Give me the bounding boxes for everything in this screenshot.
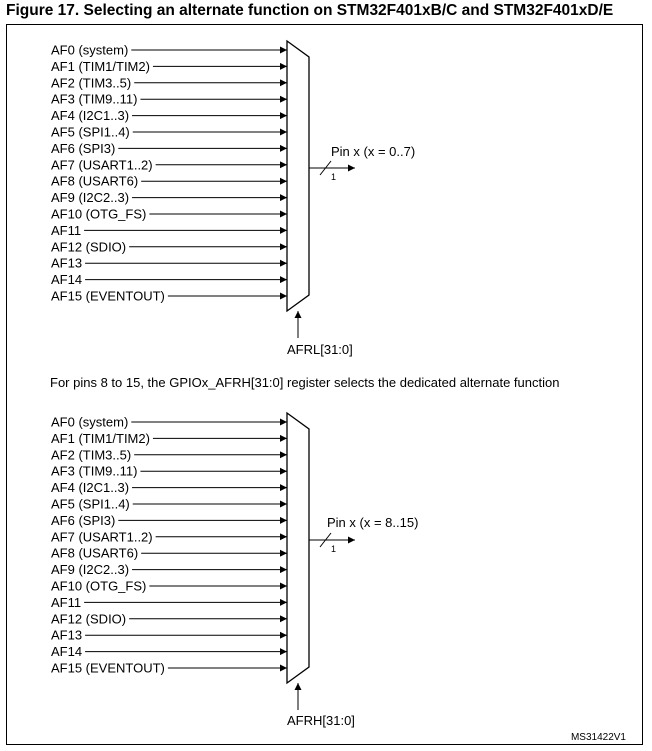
mux-input-label: AF0 (system): [51, 415, 128, 430]
mux-top-inputs: AF0 (system)AF1 (TIM1/TIM2)AF2 (TIM3..5)…: [51, 43, 287, 304]
mux-input-label: AF15 (EVENTOUT): [51, 661, 165, 676]
mux-input-label: AF1 (TIM1/TIM2): [51, 59, 150, 74]
mux-input-label: AF13: [51, 628, 82, 643]
mux-input-label: AF11: [51, 223, 81, 238]
mux-top-body: [286, 39, 310, 313]
mux-bottom: AF0 (system)AF1 (TIM1/TIM2)AF2 (TIM3..5)…: [51, 411, 418, 728]
mux-input-label: AF14: [51, 272, 82, 287]
mux-input-label: AF13: [51, 256, 82, 271]
mux-input-label: AF9 (I2C2..3): [51, 190, 129, 205]
mux-top-bus-slash: [319, 160, 332, 176]
mux-input-label: AF2 (TIM3..5): [51, 75, 131, 90]
mux-input-label: AF3 (TIM9..11): [51, 464, 137, 479]
mux-bottom-body: [286, 411, 310, 685]
mux-input-label: AF12 (SDIO): [51, 611, 126, 626]
mux-top-output-label: Pin x (x = 0..7): [331, 144, 415, 159]
mux-input-label: AF7 (USART1..2): [51, 157, 153, 172]
mux-input-label: AF8 (USART6): [51, 174, 138, 189]
figure-code: MS31422V1: [571, 732, 626, 743]
mux-input-label: AF5 (SPI1..4): [51, 497, 130, 512]
mux-input-label: AF4 (I2C1..3): [51, 108, 129, 123]
mux-input-label: AF1 (TIM1/TIM2): [51, 431, 150, 446]
mux-bottom-select-label: AFRH[31:0]: [287, 713, 355, 728]
mux-input-label: AF6 (SPI3): [51, 513, 115, 528]
mux-input-label: AF11: [51, 595, 81, 610]
mux-input-label: AF9 (I2C2..3): [51, 562, 129, 577]
mux-input-label: AF15 (EVENTOUT): [51, 289, 165, 304]
mux-bottom-output-label: Pin x (x = 8..15): [327, 515, 418, 530]
mux-bottom-bus-width: 1: [331, 544, 336, 554]
caption-between: For pins 8 to 15, the GPIOx_AFRH[31:0] r…: [50, 375, 559, 390]
mux-input-label: AF6 (SPI3): [51, 141, 115, 156]
figure-title: Figure 17. Selecting an alternate functi…: [6, 2, 614, 19]
mux-bottom-inputs: AF0 (system)AF1 (TIM1/TIM2)AF2 (TIM3..5)…: [51, 415, 287, 676]
mux-bottom-bus-slash: [319, 532, 332, 548]
mux-top-bus-width: 1: [331, 172, 336, 182]
mux-input-label: AF4 (I2C1..3): [51, 480, 129, 495]
mux-input-label: AF0 (system): [51, 43, 128, 58]
mux-input-label: AF7 (USART1..2): [51, 529, 153, 544]
mux-input-label: AF10 (OTG_FS): [51, 207, 146, 222]
mux-input-label: AF12 (SDIO): [51, 239, 126, 254]
mux-input-label: AF10 (OTG_FS): [51, 579, 146, 594]
mux-top-select-label: AFRL[31:0]: [287, 342, 353, 357]
mux-input-label: AF2 (TIM3..5): [51, 447, 131, 462]
mux-input-label: AF3 (TIM9..11): [51, 92, 137, 107]
mux-input-label: AF14: [51, 644, 82, 659]
figure-frame: [6, 24, 643, 745]
mux-top: AF0 (system)AF1 (TIM1/TIM2)AF2 (TIM3..5)…: [51, 39, 415, 357]
mux-input-label: AF5 (SPI1..4): [51, 125, 130, 140]
mux-input-label: AF8 (USART6): [51, 546, 138, 561]
